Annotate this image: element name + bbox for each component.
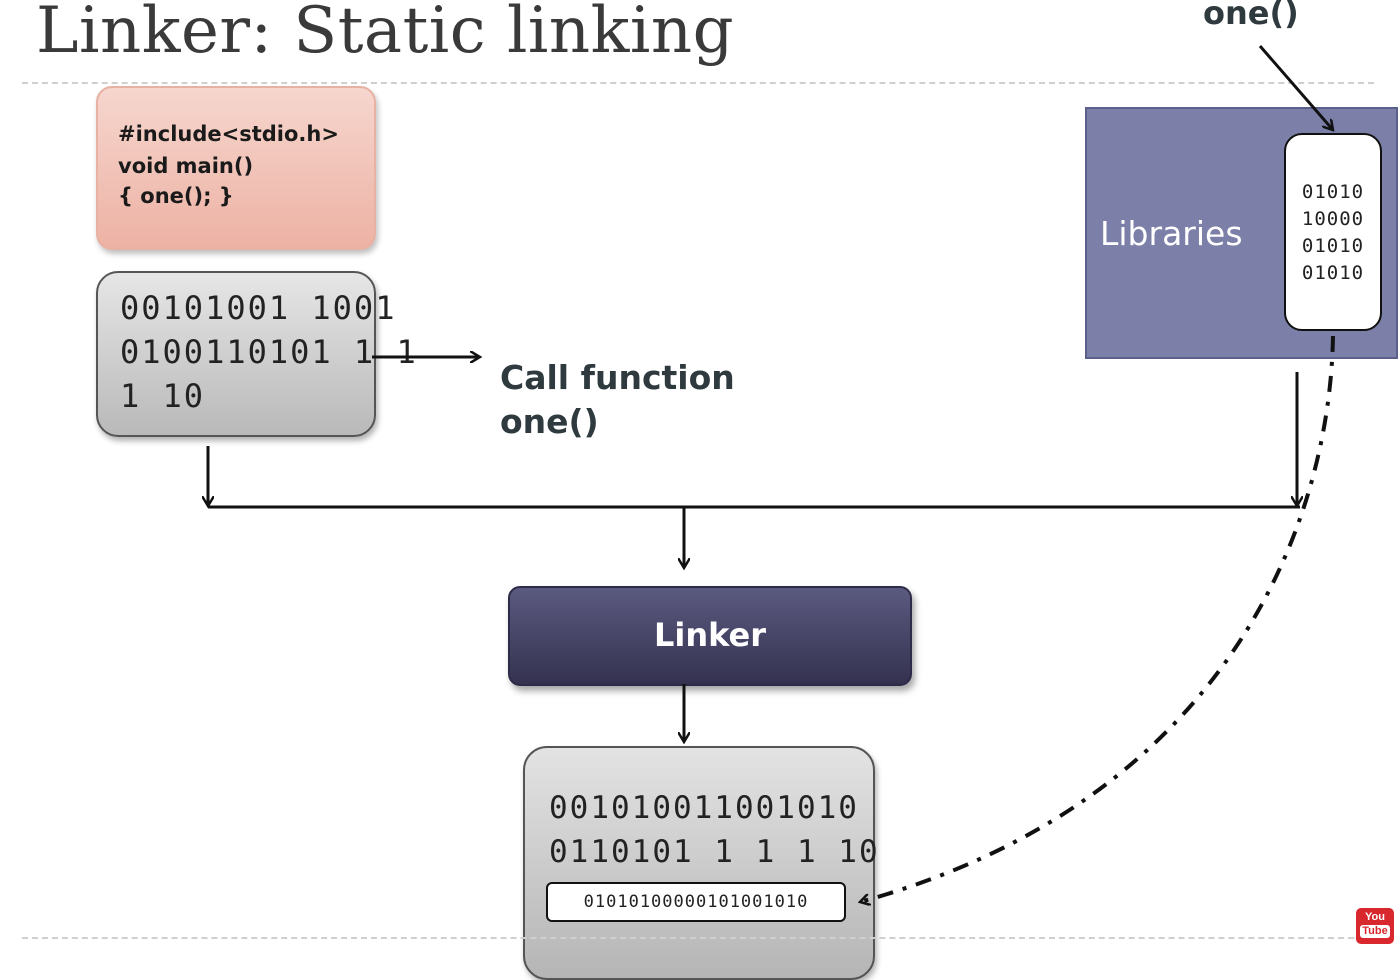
library-bits-line-2: 10000 [1301,208,1365,230]
linker-label: Linker [653,616,767,654]
object-code-box: 00101001 1001 0100110101 1 1 1 10 [96,271,416,437]
object-bits-line-2: 0100110101 1 1 [120,333,418,371]
dashed-insert-path [860,335,1335,902]
inserted-module-box: 01010100000101001010 [546,882,846,922]
youtube-logo-you: You [1365,911,1385,923]
youtube-logo: You Tube [1356,908,1394,944]
library-function-label: one() [1203,0,1299,32]
source-code-box: #include<stdio.h> void main() { one(); } [96,86,376,250]
call-function-text: Call function [500,358,735,397]
libraries-label: Libraries [1100,214,1243,253]
call-function-name: one() [500,402,599,441]
source-line-3: { one(); } [118,184,234,208]
linker-box: Linker [508,586,912,686]
library-bits-line-4: 01010 [1301,262,1365,284]
arrow-top-label-to-module [1258,45,1333,130]
executable-box: 001010011001010 0110101 1 1 1 10 [523,746,878,980]
footer-divider [22,937,1374,939]
library-bits-line-1: 01010 [1301,181,1365,203]
object-bits-line-3: 1 10 [120,377,206,415]
library-bits-line-3: 01010 [1301,235,1365,257]
source-line-1: #include<stdio.h> [118,122,339,146]
title-divider [22,82,1374,84]
library-module-box: 01010 10000 01010 01010 [1284,133,1382,331]
connector-lines [0,45,1335,959]
slide-title: Linker: Static linking [36,0,735,68]
youtube-logo-tube: Tube [1360,925,1390,938]
executable-bits-line-2: 0110101 1 1 1 10 [549,834,880,870]
object-bits-line-1: 00101001 1001 [120,289,397,327]
source-line-2: void main() [118,154,254,178]
executable-bits-line-1: 001010011001010 [549,790,859,826]
